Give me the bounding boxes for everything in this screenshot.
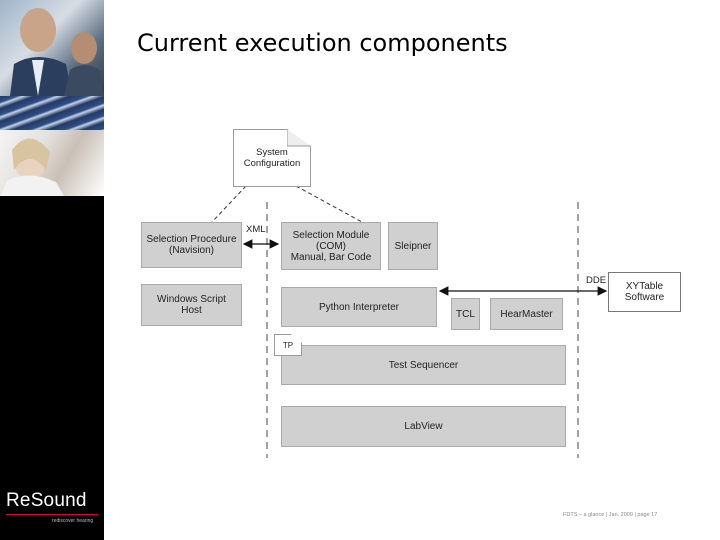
config-to-selection-module-line bbox=[295, 185, 363, 223]
resound-logo: ReSound bbox=[6, 490, 87, 511]
hearmaster-box: HearMaster bbox=[490, 298, 563, 330]
brand-tagline: rediscover hearing bbox=[52, 518, 94, 524]
labview-box: LabView bbox=[281, 406, 566, 447]
python-interpreter-box: Python Interpreter bbox=[281, 287, 437, 327]
xytable-software-box: XYTable Software bbox=[608, 272, 681, 312]
business-man-phone-photo bbox=[0, 0, 104, 96]
tcl-box: TCL bbox=[451, 298, 480, 330]
page-fold-icon bbox=[287, 129, 311, 147]
woman-silhouette-icon bbox=[0, 138, 64, 196]
slide-title: Current execution components bbox=[137, 29, 508, 57]
sleipner-box: Sleipner bbox=[388, 222, 438, 270]
dde-label: DDE bbox=[586, 275, 607, 286]
slide-footer: FDTS – a glance | Jan. 2009 | page 17 bbox=[563, 512, 658, 518]
left-sidebar: ReSound rediscover hearing bbox=[0, 0, 104, 540]
man-silhouette-icon bbox=[10, 8, 104, 96]
smiling-woman-photo bbox=[0, 130, 104, 196]
selection-module-box: Selection Module (COM) Manual, Bar Code bbox=[281, 222, 381, 270]
windows-script-host-box: Windows Script Host bbox=[141, 284, 242, 326]
tp-doc: TP bbox=[274, 334, 302, 356]
config-to-selection-procedure-line bbox=[211, 185, 247, 223]
logo-underline bbox=[6, 514, 98, 515]
xml-label: XML bbox=[246, 224, 266, 235]
selection-procedure-box: Selection Procedure (Navision) bbox=[141, 222, 242, 268]
striped-shirt-photo bbox=[0, 96, 104, 130]
test-sequencer-box: Test Sequencer bbox=[281, 345, 566, 385]
